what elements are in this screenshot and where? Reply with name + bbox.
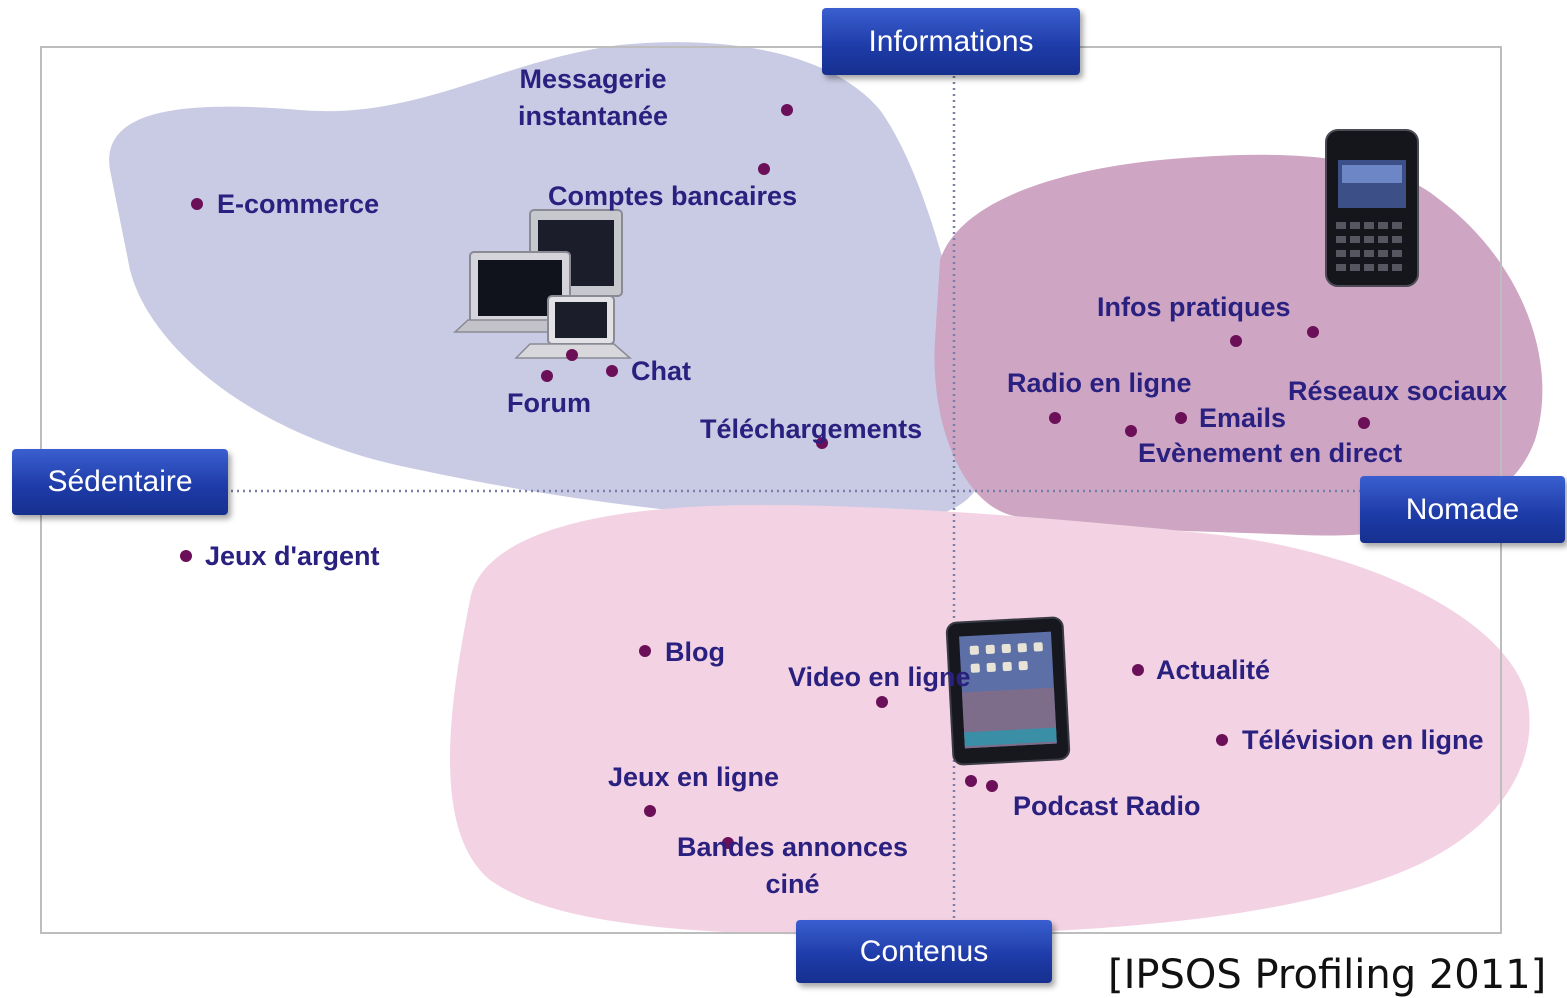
- point-bandes: [722, 837, 734, 849]
- point-forum: [541, 370, 553, 382]
- label-podcast: Podcast Radio: [1013, 791, 1201, 821]
- label-emails: Emails: [1199, 403, 1287, 433]
- label-infos-pratiques: Infos pratiques: [1097, 292, 1291, 322]
- label-bandes-line2: ciné: [765, 869, 820, 899]
- axis-informations: Informations: [822, 8, 1080, 75]
- axis-nomade: Nomade: [1360, 476, 1565, 543]
- label-jeux-ligne: Jeux en ligne: [608, 762, 780, 792]
- point-ecommerce: [191, 198, 203, 210]
- point-podcast-2: [986, 780, 998, 792]
- label-messagerie-line2: instantanée: [518, 101, 669, 131]
- label-messagerie-line1: Messagerie: [519, 64, 667, 94]
- label-ecommerce: E-commerce: [217, 189, 380, 219]
- tablet-icon: [945, 616, 1071, 766]
- point-emails: [1175, 412, 1187, 424]
- axis-sedentaire: Sédentaire: [12, 449, 228, 515]
- computers-icon: [453, 209, 632, 359]
- label-video: Video en ligne: [788, 662, 971, 692]
- point-forum-2: [566, 349, 578, 361]
- point-evenement: [1125, 425, 1137, 437]
- point-jeux-argent: [180, 550, 192, 562]
- label-blog: Blog: [665, 637, 725, 667]
- point-blog: [639, 645, 651, 657]
- label-jeux-argent: Jeux d'argent: [205, 541, 380, 571]
- label-radio: Radio en ligne: [1007, 368, 1192, 398]
- label-messagerie: Messagerie instantanée: [518, 61, 668, 135]
- point-infos-pratiques: [1230, 335, 1242, 347]
- point-comptes: [758, 163, 770, 175]
- label-reseaux: Réseaux sociaux: [1288, 376, 1508, 406]
- label-chat: Chat: [631, 356, 691, 386]
- data-points: [180, 104, 1370, 849]
- label-evenement: Evènement en direct: [1138, 438, 1403, 468]
- label-bandes-line1: Bandes annonces: [677, 832, 909, 862]
- point-messagerie: [781, 104, 793, 116]
- point-telechargements: [816, 437, 828, 449]
- point-video: [876, 696, 888, 708]
- label-actualite: Actualité: [1156, 655, 1271, 685]
- point-radio: [1049, 412, 1061, 424]
- smartphone-icon: [1325, 129, 1419, 287]
- point-chat: [606, 365, 618, 377]
- point-jeux-ligne: [644, 805, 656, 817]
- label-forum: Forum: [507, 388, 591, 418]
- point-podcast: [965, 775, 977, 787]
- label-telechargements: Téléchargements: [700, 414, 923, 444]
- label-television: Télévision en ligne: [1242, 725, 1484, 755]
- label-comptes-bancaires: Comptes bancaires: [548, 181, 798, 211]
- axis-contenus: Contenus: [796, 920, 1052, 983]
- point-actualite: [1132, 664, 1144, 676]
- citation: [IPSOS Profiling 2011]: [1108, 952, 1547, 998]
- point-infos-pratiques-2: [1307, 326, 1319, 338]
- point-reseaux: [1358, 417, 1370, 429]
- label-bandes: Bandes annonces ciné: [677, 829, 908, 903]
- point-television: [1216, 734, 1228, 746]
